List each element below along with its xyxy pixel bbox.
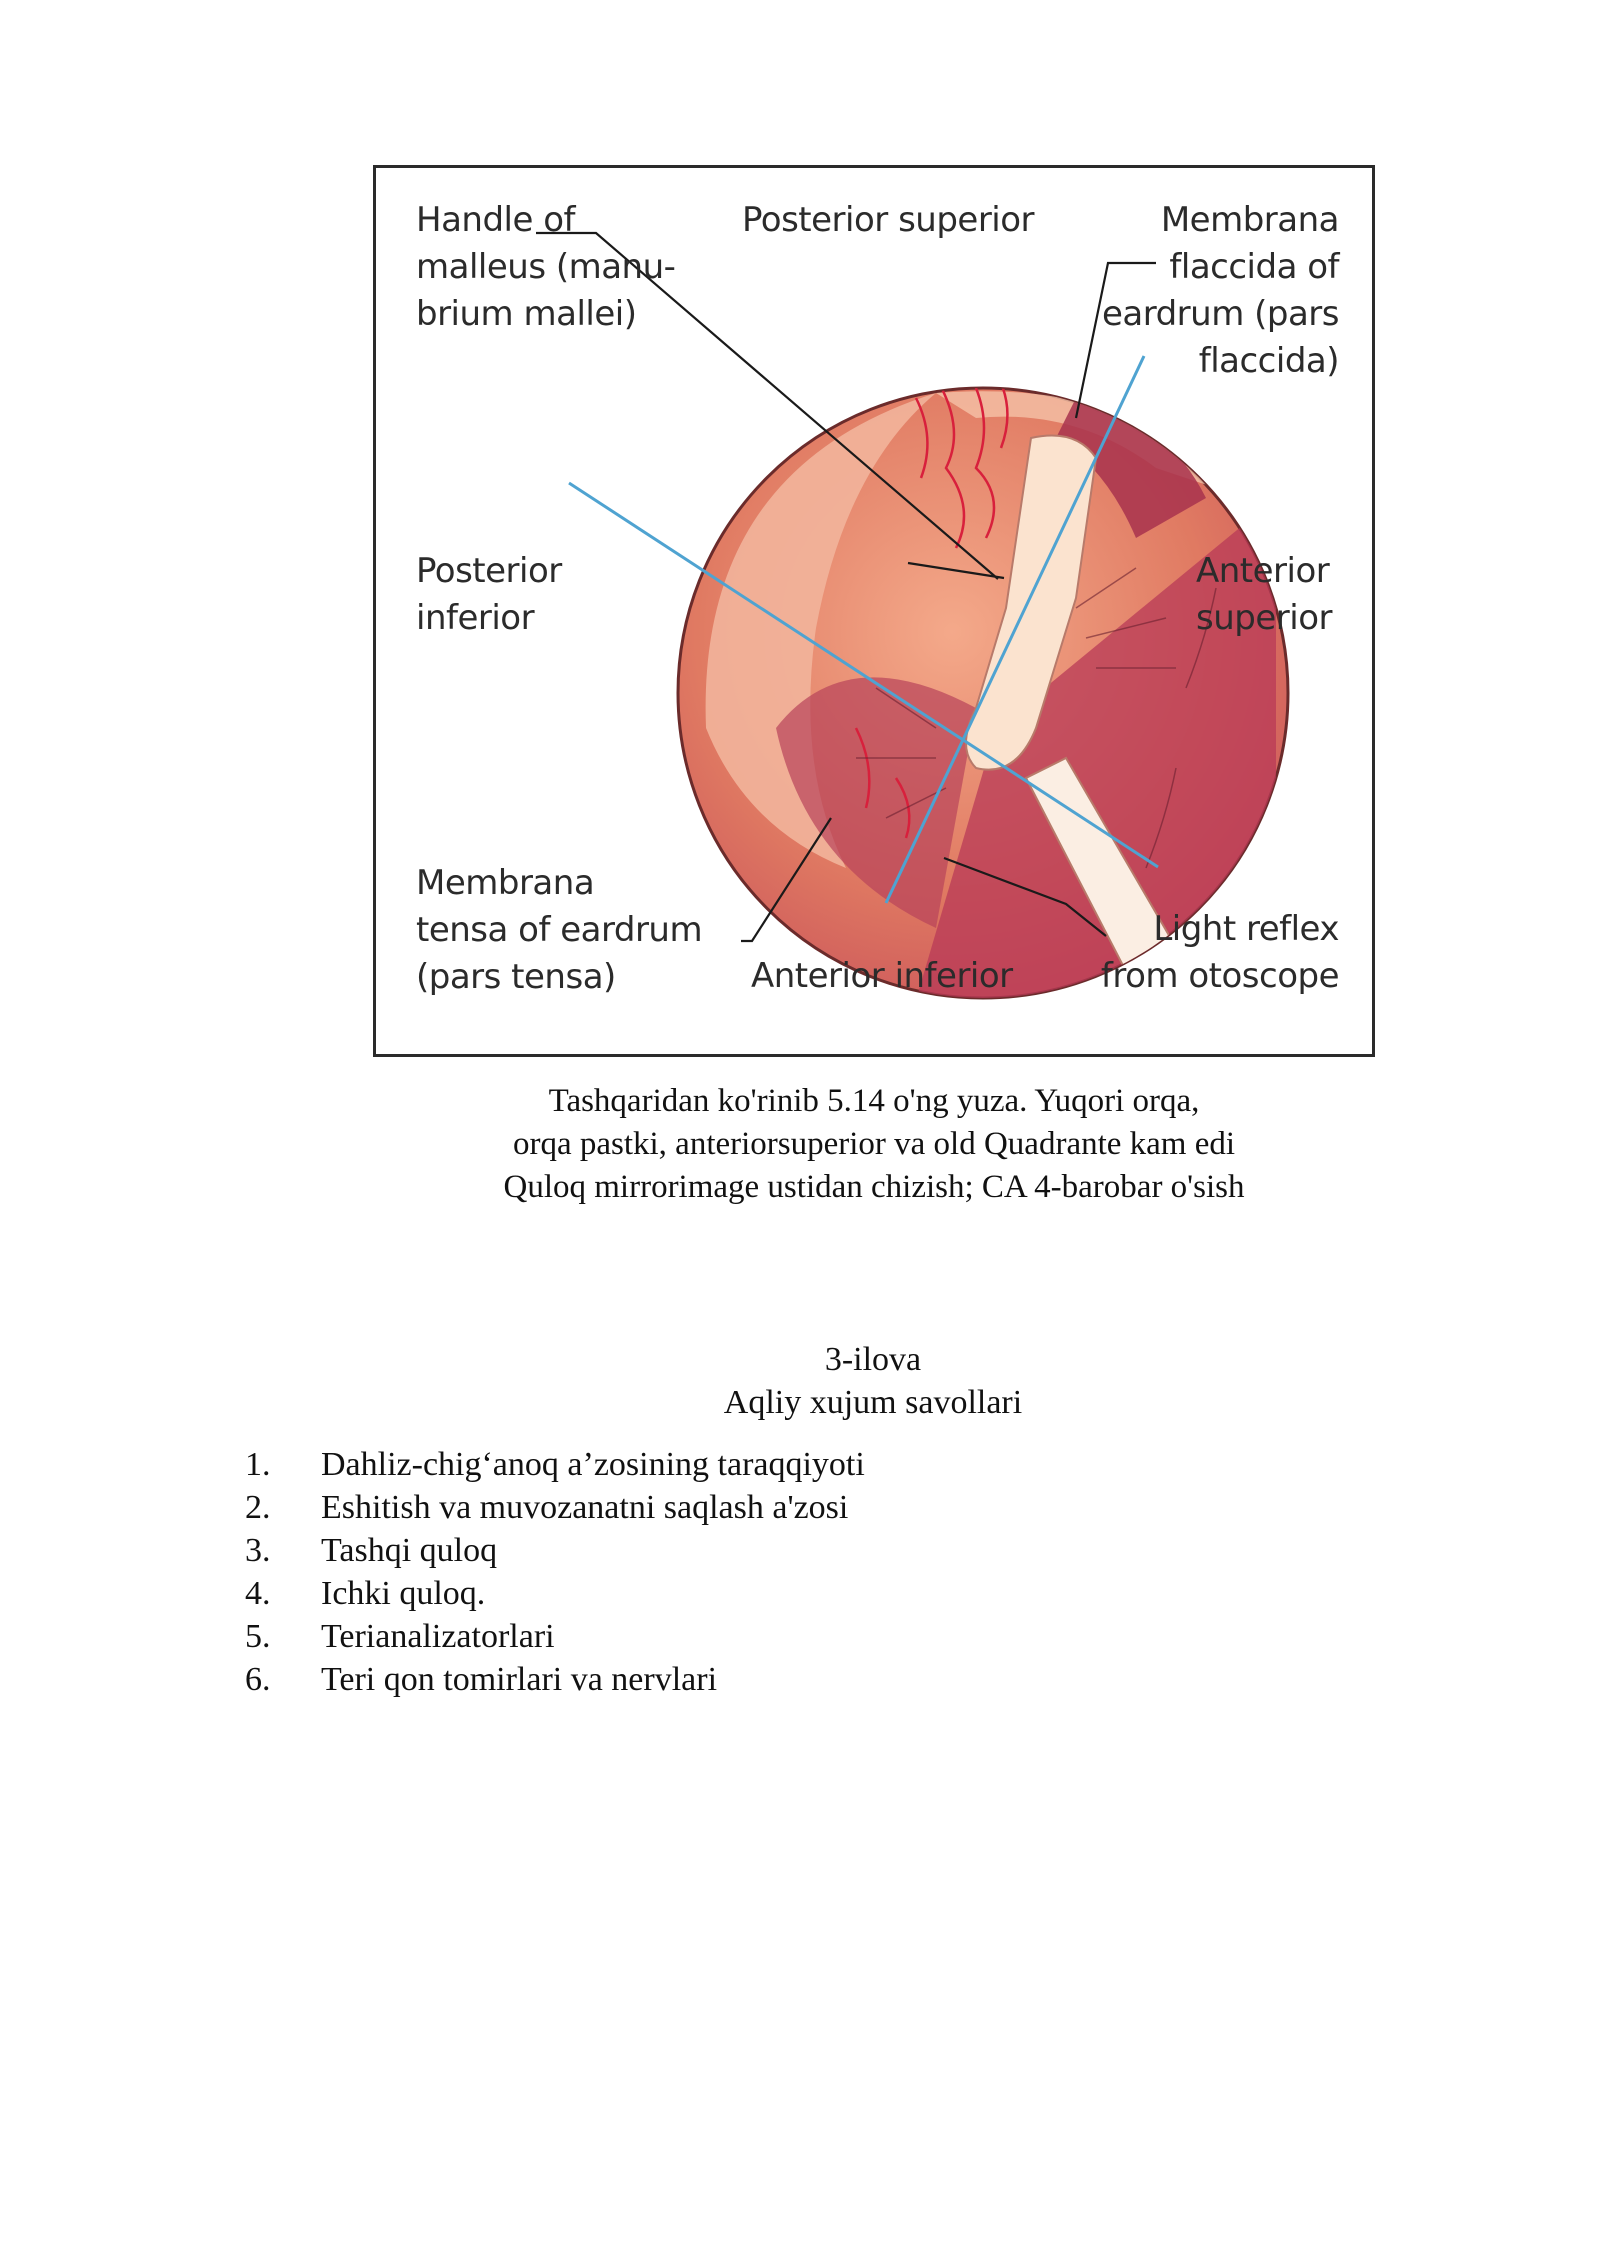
label-anterior-superior: Anterior superior xyxy=(1196,551,1332,638)
label-membrana-tensa: Membrana tensa of eardrum (pars tensa) xyxy=(416,863,703,997)
question-list: 1. Dahliz-chig‘anoq a’zosining taraqqiyot… xyxy=(245,1443,1345,1701)
list-item-number: 1. xyxy=(245,1446,271,1483)
caption-line-1: Tashqaridan ko'rinib 5.14 o'ng yuza. Yuq… xyxy=(548,1083,1200,1119)
appendix-number: 3-ilova xyxy=(824,1341,922,1378)
list-item-text: Terianalizatorlari xyxy=(321,1618,555,1655)
label-posterior-superior: Posterior superior xyxy=(742,200,1035,240)
caption-line-3: Quloq mirrorimage ustidan chizish; CA 4-… xyxy=(503,1169,1245,1205)
caption-line-2: orqa pastki, anteriorsuperior va old Qua… xyxy=(512,1126,1236,1162)
list-item-text: Tashqi quloq xyxy=(321,1532,498,1569)
eardrum-illustration xyxy=(536,231,1290,1000)
vessels xyxy=(854,388,1009,839)
list-item: 3. Tashqi quloq xyxy=(245,1529,1345,1572)
label-handle-of-malleus: Handle of malleus (manu- brium mallei) xyxy=(416,200,676,334)
pars-flaccida xyxy=(1056,398,1206,538)
list-item-text: Eshitish va muvozanatni saqlash a'zosi xyxy=(321,1489,849,1526)
label-membrana-flaccida: Membrana flaccida of eardrum (pars flacc… xyxy=(1101,200,1340,381)
list-item-number: 5. xyxy=(245,1618,271,1655)
list-item-text: Teri qon tomirlari va nervlari xyxy=(321,1661,718,1698)
list-item-number: 4. xyxy=(245,1575,271,1612)
appendix-title: Aqliy xujum savollari xyxy=(723,1384,1023,1421)
leader-lines xyxy=(536,231,1156,943)
quadrant-lines xyxy=(568,355,1159,904)
list-item-text: Dahliz-chig‘anoq a’zosining taraqqiyoti xyxy=(321,1446,865,1483)
label-light-reflex: Light reflex from otoscope xyxy=(1100,909,1340,996)
label-posterior-inferior: Posterior inferior xyxy=(416,551,562,638)
list-item: 6. Teri qon tomirlari va nervlari xyxy=(245,1658,1345,1701)
list-item: 2. Eshitish va muvozanatni saqlash a'zosi xyxy=(245,1486,1345,1529)
list-item: 4. Ichki quloq. xyxy=(245,1572,1345,1615)
label-anterior-inferior: Anterior inferior xyxy=(751,956,1013,996)
figure-caption: Tashqaridan ko'rinib 5.14 o'ng yuza. Yuq… xyxy=(373,1080,1375,1209)
list-item-number: 2. xyxy=(245,1489,271,1526)
list-item: 5. Terianalizatorlari xyxy=(245,1615,1345,1658)
eardrum-figure: Handle of malleus (manu- brium mallei) P… xyxy=(373,165,1375,1057)
list-item: 1. Dahliz-chig‘anoq a’zosining taraqqiyot… xyxy=(245,1443,1345,1486)
annulus-rim xyxy=(705,393,936,868)
list-item-number: 3. xyxy=(245,1532,271,1569)
list-item-text: Ichki quloq. xyxy=(321,1575,486,1612)
list-item-number: 6. xyxy=(245,1661,271,1698)
